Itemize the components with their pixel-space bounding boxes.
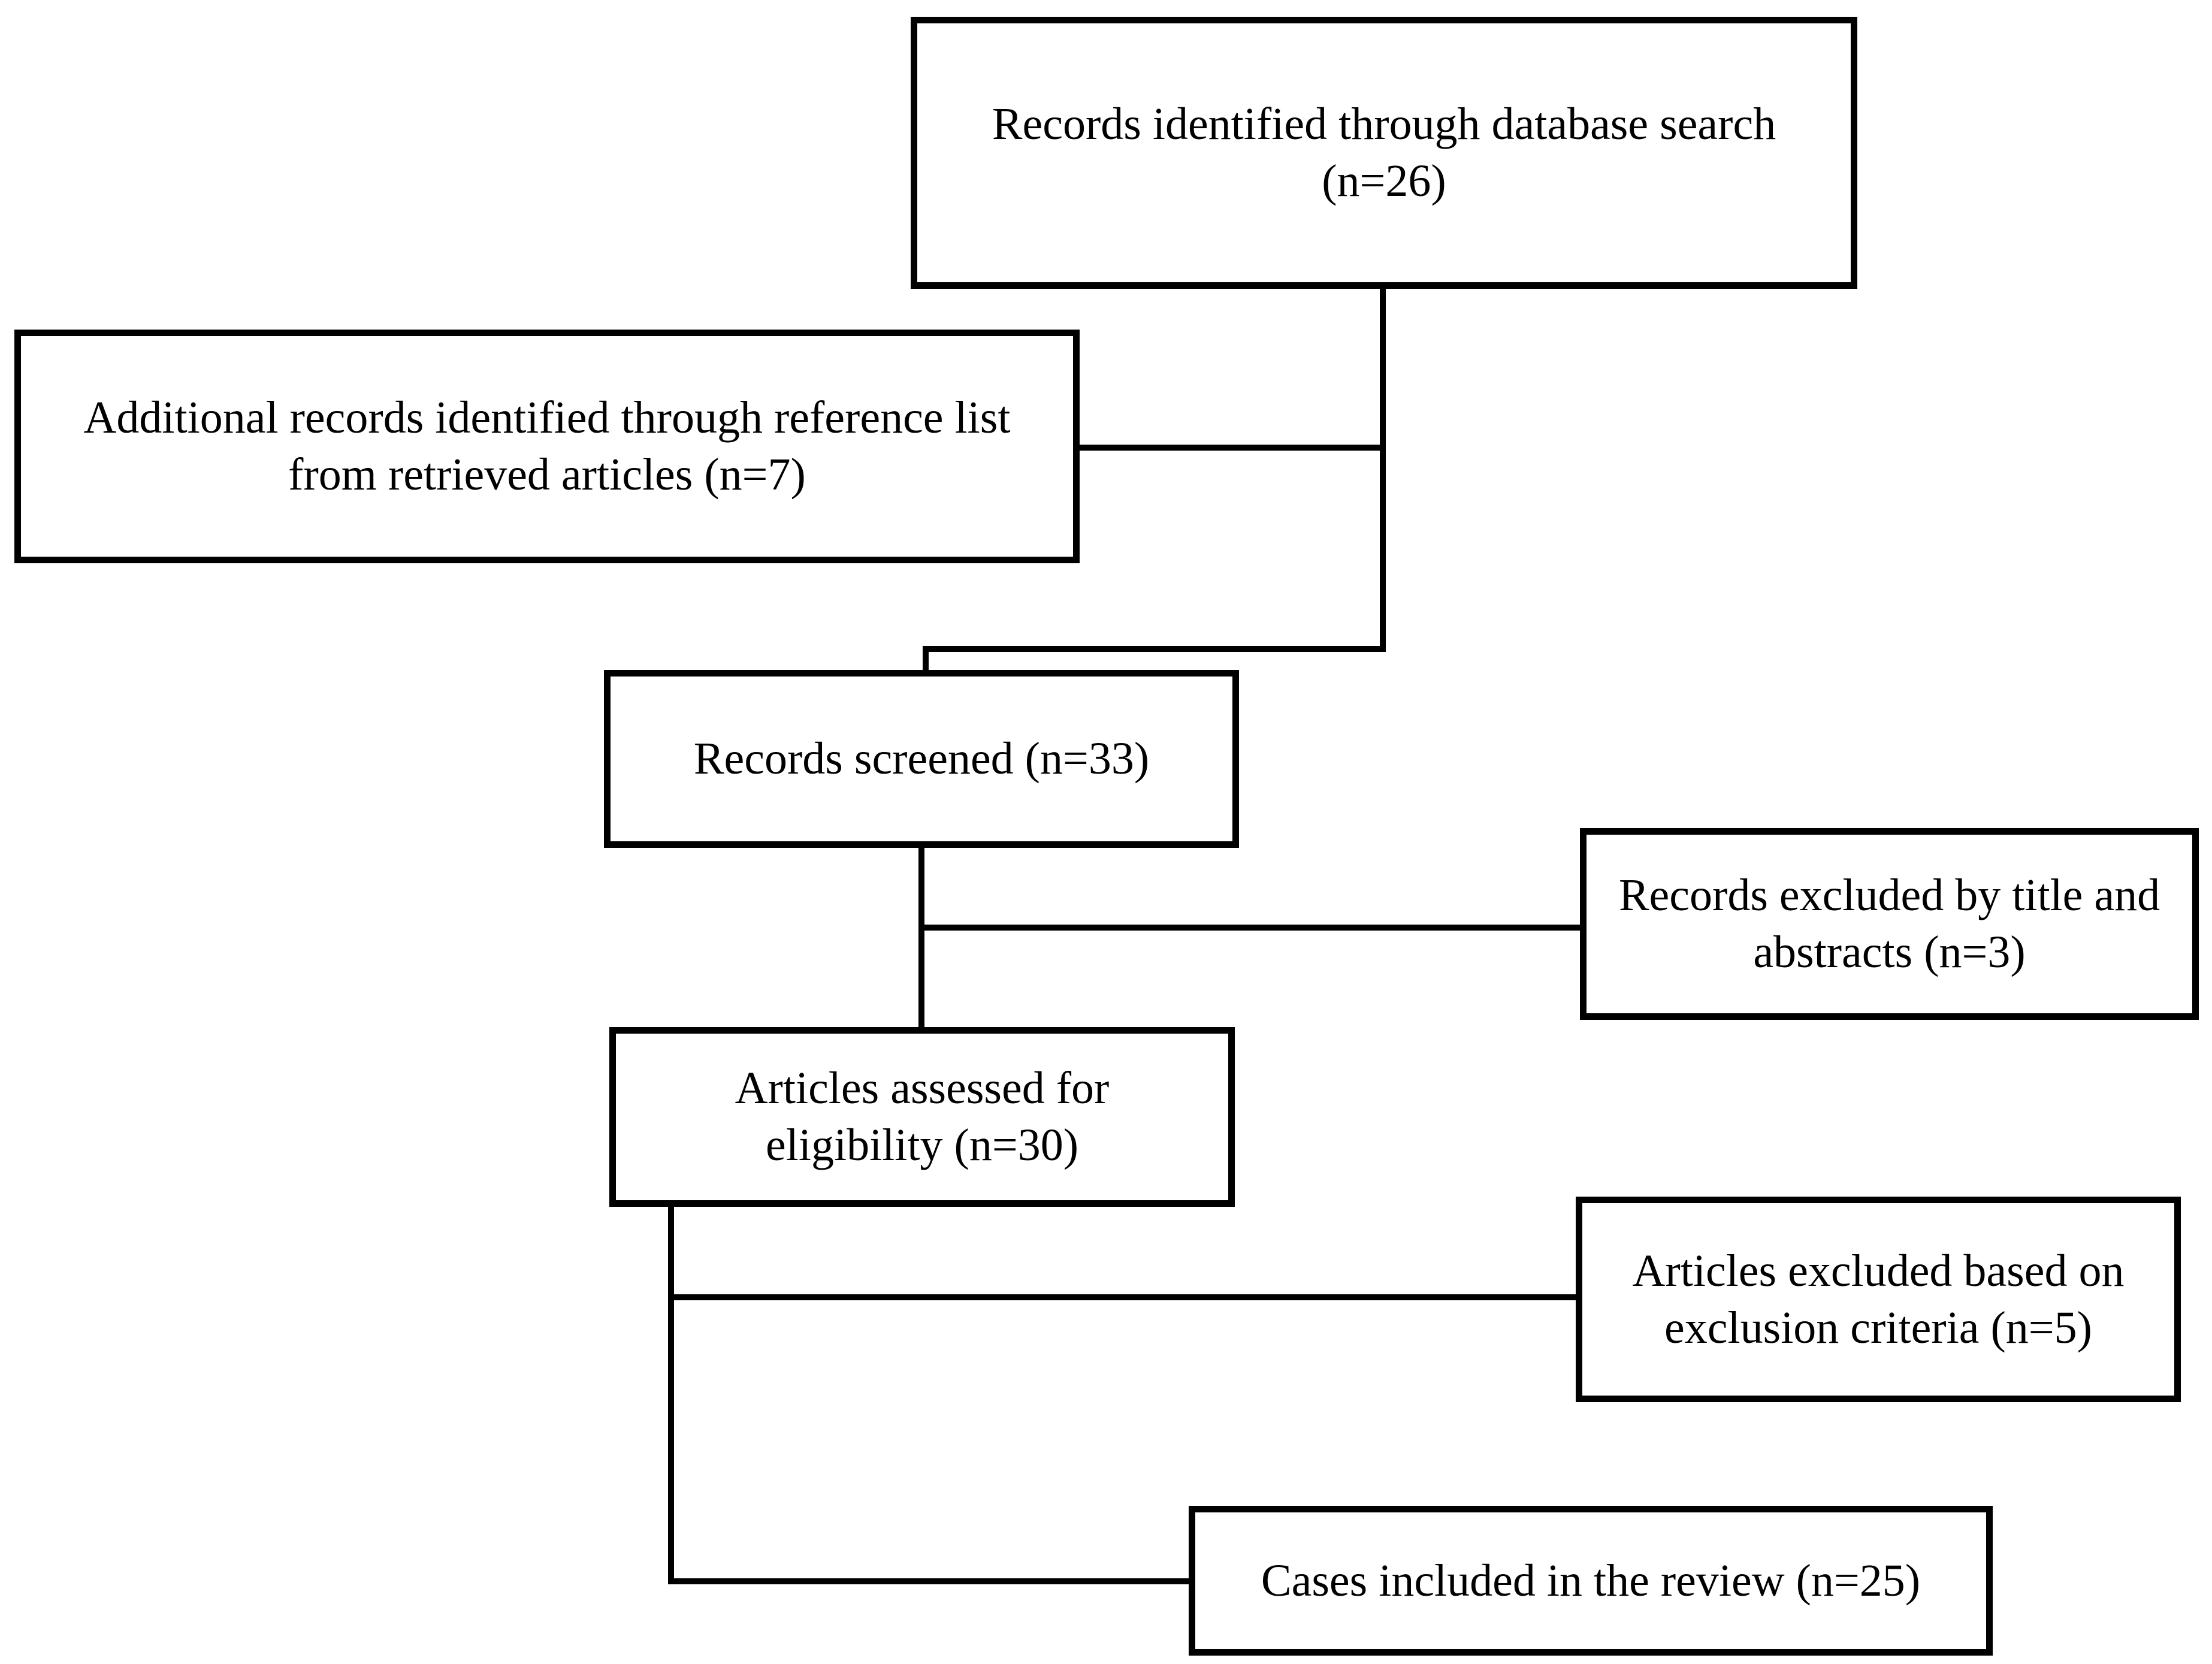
connector-assessed-down	[668, 1207, 674, 1584]
box-text-line: exclusion criteria (n=5)	[1664, 1302, 2092, 1353]
flow-box-records-identified: Records identified through database sear…	[911, 17, 1857, 289]
box-text-line: eligibility (n=30)	[765, 1120, 1079, 1170]
flow-box-additional-records: Additional records identified through re…	[14, 330, 1080, 563]
box-text-line: Additional records identified through re…	[83, 392, 1011, 443]
flow-box-articles-assessed: Articles assessed for eligibility (n=30)	[609, 1027, 1235, 1207]
box-text-line: Articles assessed for	[735, 1063, 1110, 1113]
box-text-line: Records screened (n=33)	[693, 733, 1150, 784]
connector-junction-horizontal	[923, 646, 1386, 652]
box-text-line: (n=26)	[1322, 156, 1446, 206]
box-text-line: Articles excluded based on	[1632, 1245, 2125, 1296]
flow-box-records-excluded-title-abstracts: Records excluded by title and abstracts …	[1580, 828, 2199, 1020]
flow-box-cases-included: Cases included in the review (n=25)	[1189, 1506, 1993, 1656]
box-text-line: abstracts (n=3)	[1753, 927, 2026, 977]
flow-box-articles-excluded-criteria: Articles excluded based on exclusion cri…	[1576, 1197, 2181, 1402]
connector-additional-to-junction	[1080, 445, 1386, 451]
box-text-line: Cases included in the review (n=25)	[1261, 1555, 1921, 1606]
flow-box-records-screened: Records screened (n=33)	[604, 670, 1239, 848]
connector-branch-to-excluded-title	[918, 925, 1580, 931]
box-text-line: Records excluded by title and	[1618, 870, 2160, 920]
connector-to-included	[668, 1578, 1189, 1584]
connector-branch-to-excluded-criteria	[668, 1294, 1576, 1300]
box-text-line: from retrieved articles (n=7)	[288, 449, 806, 500]
connector-identified-down	[1380, 289, 1386, 652]
connector-screened-to-assessed	[918, 848, 924, 1027]
box-text-line: Records identified through database sear…	[992, 99, 1776, 149]
connector-junction-to-screened	[923, 646, 929, 670]
